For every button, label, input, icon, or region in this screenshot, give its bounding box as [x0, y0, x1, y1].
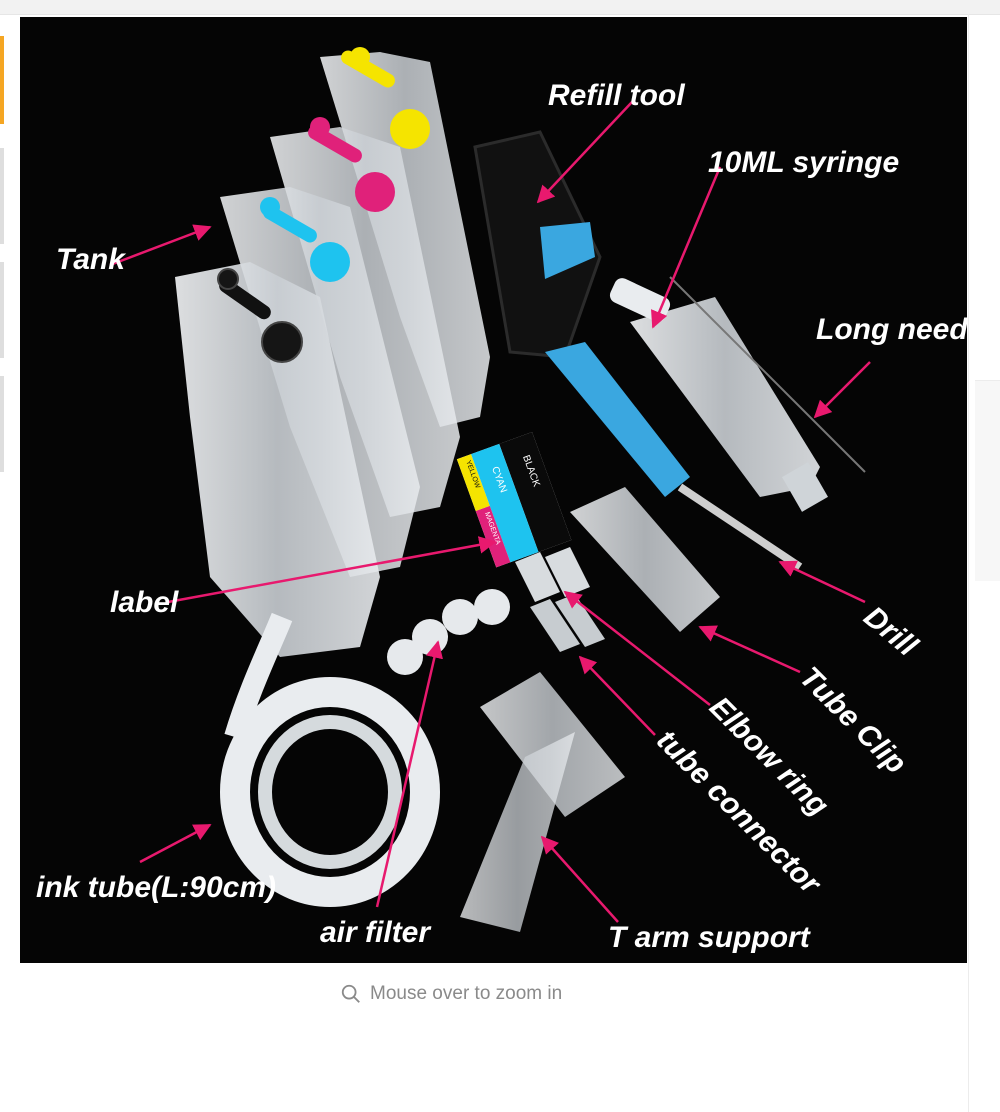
thumbnail-active[interactable] [0, 36, 4, 124]
thumbnail[interactable] [0, 148, 4, 244]
panel-divider [968, 14, 969, 1112]
refill-tool [473, 130, 602, 359]
tube-clip [570, 487, 720, 632]
search-icon [341, 984, 360, 1003]
zoom-hint: Mouse over to zoom in [340, 980, 660, 1008]
label-10ml-syringe: 10ML syringe [708, 146, 899, 179]
product-image[interactable]: BLACK CYAN MAGENTA YELLOW [20, 17, 967, 963]
label-long-needle: Long needle [816, 313, 967, 346]
side-panel-edge [975, 380, 1000, 581]
air-filters [387, 589, 510, 675]
label-t-arm-support: T arm support [608, 921, 812, 954]
label-tube-connector: tube connector [650, 724, 828, 902]
syringe [609, 276, 866, 512]
thumbnail[interactable] [0, 262, 4, 358]
zoom-hint-text: Mouse over to zoom in [370, 983, 563, 1004]
annotation-arrows [109, 101, 871, 923]
label-label: label [110, 586, 179, 619]
label-air-filter: air filter [320, 916, 432, 949]
browser-top-bar [0, 0, 1000, 15]
thumbnail[interactable] [0, 376, 4, 472]
label-ink-tube: ink tube(L:90cm) [36, 871, 276, 904]
drill [545, 342, 803, 571]
label-drill: Drill [858, 600, 924, 663]
label-tank: Tank [56, 243, 126, 276]
ink-tube-coil [220, 612, 440, 907]
color-label-sticker: BLACK CYAN MAGENTA YELLOW [456, 431, 572, 568]
label-tube-clip: Tube Clip [793, 661, 913, 781]
elbow-rings [515, 547, 605, 652]
ink-tanks [175, 47, 490, 657]
thumbnail-strip [0, 36, 4, 476]
label-refill-tool: Refill tool [548, 79, 685, 112]
t-arm-support [460, 672, 625, 932]
